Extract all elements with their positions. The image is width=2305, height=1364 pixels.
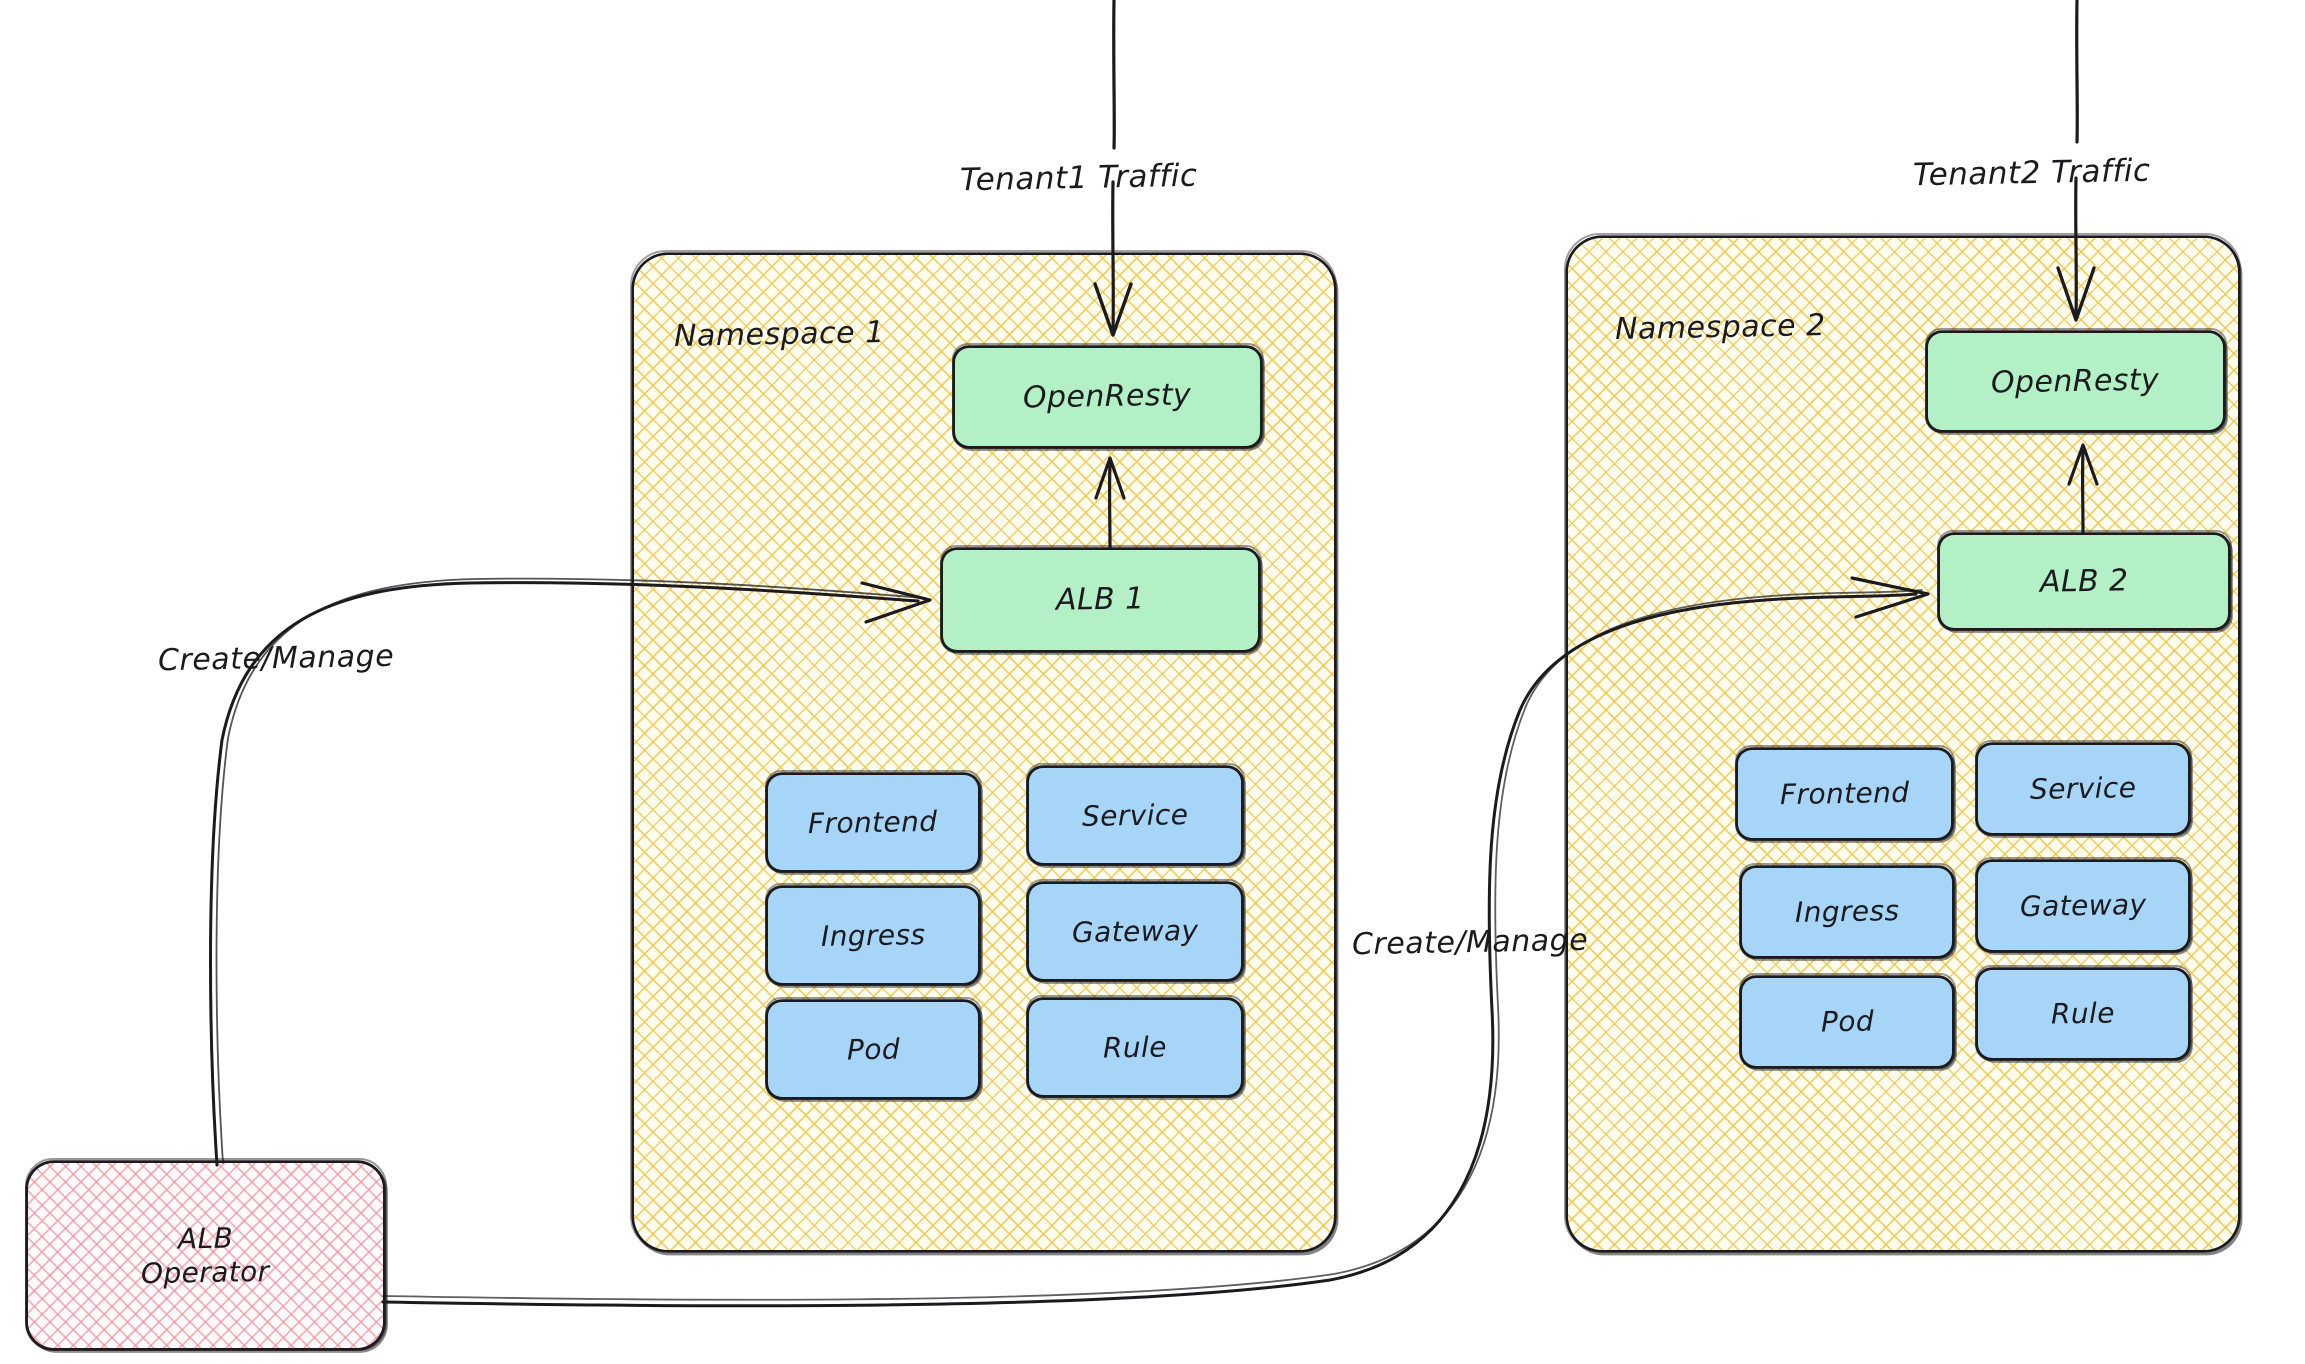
namespace-1-resource-service[interactable]: Service [1026,763,1245,866]
resource-label: Rule [2050,996,2116,1032]
create-manage-label-2: Create/Manage [1351,922,1589,963]
namespace-2-alb-label: ALB 2 [2039,563,2129,600]
namespace-1-resource-frontend[interactable]: Frontend [765,770,982,873]
namespace-2-label: Namespace 2 [1614,307,1826,348]
namespace-2-resource-service[interactable]: Service [1975,740,2192,836]
tenant2-traffic-label: Tenant2 Traffic [1912,152,2151,194]
namespace-1-resource-gateway[interactable]: Gateway [1026,879,1245,982]
resource-label: Service [1081,798,1189,833]
namespace-1-resource-pod[interactable]: Pod [765,997,982,1100]
namespace-2-resource-gateway[interactable]: Gateway [1975,857,2192,953]
namespace-2-resource-frontend[interactable]: Frontend [1735,745,1955,841]
namespace-1-resource-ingress[interactable]: Ingress [765,883,982,986]
namespace-2-resource-ingress[interactable]: Ingress [1739,863,1956,959]
resource-label: Ingress [1794,894,1900,930]
namespace-1-alb-node[interactable]: ALB 1 [940,545,1262,653]
alb-operator-line2: Operator [140,1254,271,1290]
resource-label: Frontend [1779,776,1910,812]
namespace-2-resource-pod[interactable]: Pod [1739,973,1956,1069]
namespace-1-alb-label: ALB 1 [1055,581,1146,619]
namespace-1-resource-rule[interactable]: Rule [1026,995,1245,1098]
alb-operator-line1: ALB [177,1221,234,1256]
resource-label: Rule [1102,1030,1168,1065]
create-manage-label-1: Create/Manage [157,638,395,679]
resource-label: Pod [846,1032,900,1067]
namespace-1-openresty-label: OpenResty [1023,377,1192,416]
alb-operator-node[interactable]: ALB Operator [25,1158,387,1351]
namespace-1-openresty-node[interactable]: OpenResty [952,343,1264,449]
namespace-2-openresty-label: OpenResty [1991,362,2160,401]
namespace-2-alb-node[interactable]: ALB 2 [1937,530,2232,631]
resource-label: Gateway [2019,888,2147,924]
resource-label: Gateway [1071,913,1199,950]
resource-label: Service [2029,771,2137,807]
namespace-2-resource-rule[interactable]: Rule [1975,965,2192,1061]
namespace-2-openresty-node[interactable]: OpenResty [1925,328,2227,433]
resource-label: Frontend [808,804,938,841]
resource-label: Pod [1820,1005,1874,1039]
tenant1-traffic-label: Tenant1 Traffic [959,157,1198,199]
namespace-1-label: Namespace 1 [673,314,885,355]
resource-label: Ingress [820,918,926,953]
